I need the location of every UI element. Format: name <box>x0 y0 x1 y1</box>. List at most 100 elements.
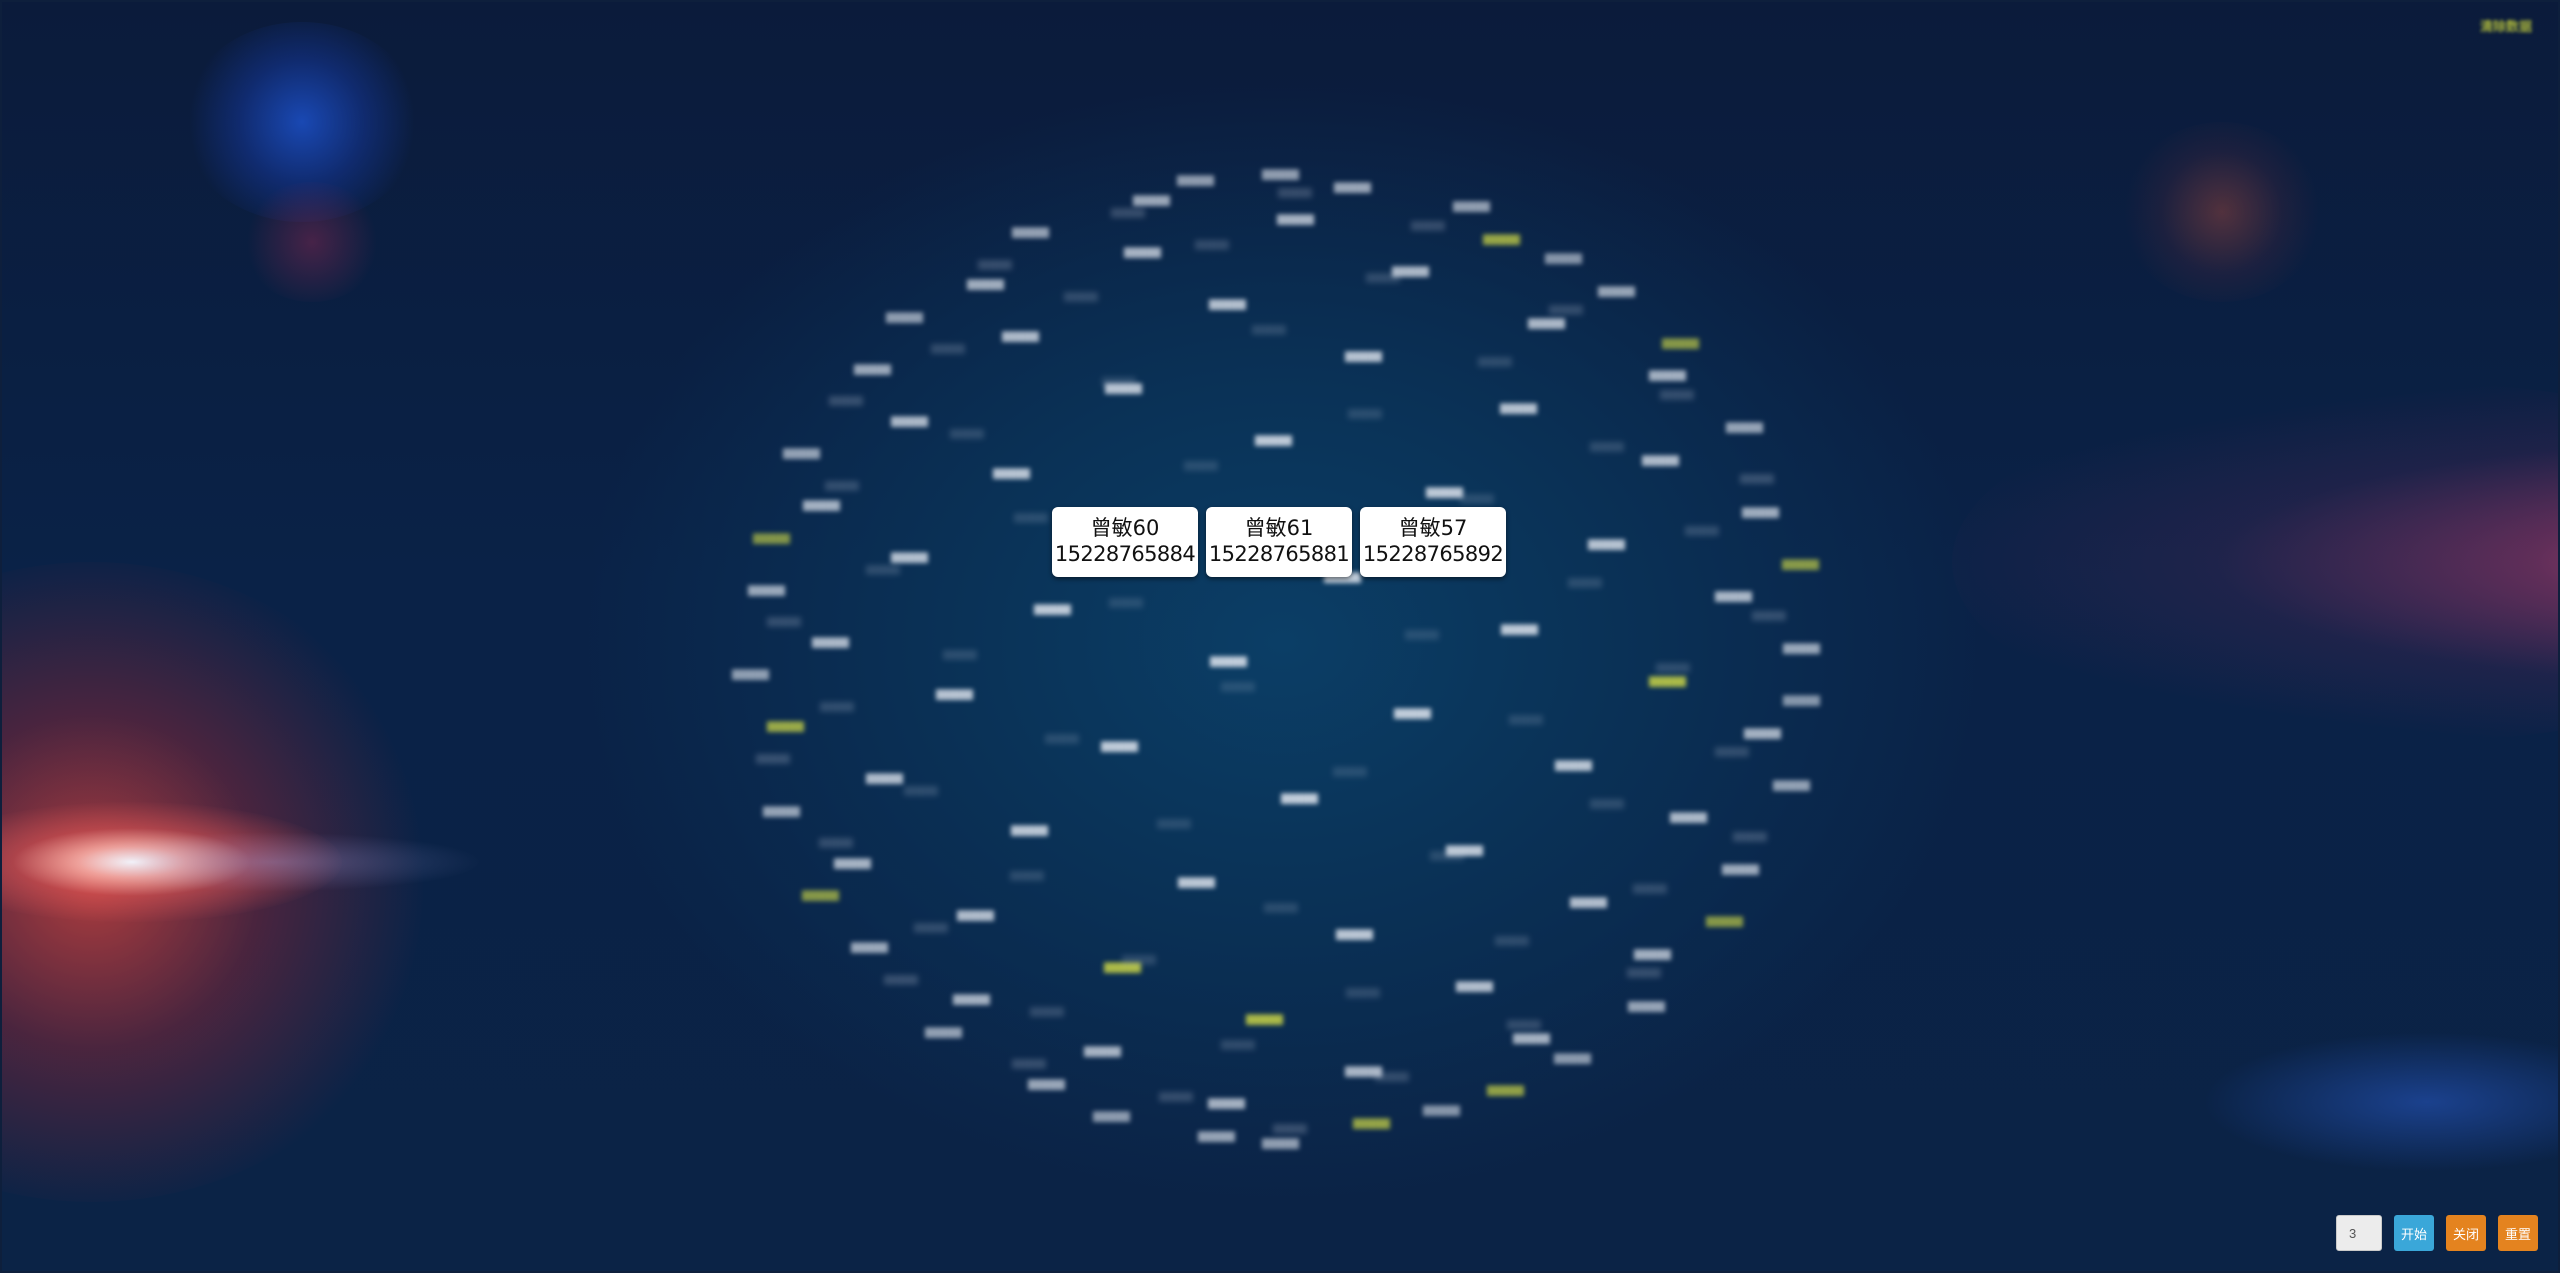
sphere-name-tag: ▆▆▆▆ <box>783 445 820 459</box>
sphere-name-tag: ▆▆▆▆ <box>829 393 863 406</box>
sphere-name-tag: ▆▆▆▆ <box>1405 627 1439 640</box>
sphere-name-tag: ▆▆▆▆ <box>1105 380 1142 394</box>
winner-count-input[interactable] <box>2335 1215 2382 1251</box>
sphere-name-tag: ▆▆▆▆ <box>1045 731 1079 744</box>
sphere-name-tag: ▆▆▆▆ <box>1783 692 1820 706</box>
sphere-name-tag: ▆▆▆▆ <box>1507 1017 1541 1030</box>
sphere-name-tag: ▆▆▆▆ <box>1346 985 1380 998</box>
sphere-name-tag: ▆▆▆▆ <box>1460 491 1494 504</box>
sphere-name-tag: ▆▆▆▆ <box>1509 712 1543 725</box>
sphere-name-tag: ▆▆▆▆ <box>803 497 840 511</box>
sphere-name-tag: ▆▆▆▆ <box>1011 822 1048 836</box>
sphere-name-tag: ▆▆▆▆ <box>834 855 871 869</box>
sphere-name-tag: ▆▆▆▆ <box>1752 608 1786 621</box>
start-button[interactable]: 开始 <box>2393 1215 2434 1251</box>
sphere-name-tag: ▆▆▆▆ <box>891 413 928 427</box>
sphere-name-tag: ▆▆▆▆ <box>936 686 973 700</box>
sphere-name-tag: ▆▆▆▆ <box>1122 952 1156 965</box>
sphere-name-tag: ▆▆▆▆ <box>925 1024 962 1038</box>
sphere-name-tag: ▆▆▆▆ <box>819 835 853 848</box>
sphere-name-tag: ▆▆▆▆ <box>1184 458 1218 471</box>
sphere-name-tag: ▆▆▆▆ <box>732 666 769 680</box>
sphere-name-tag: ▆▆▆▆ <box>1221 1037 1255 1050</box>
reset-button[interactable]: 重置 <box>2497 1215 2538 1251</box>
sphere-name-tag: ▆▆▆▆ <box>1178 874 1215 888</box>
sphere-name-tag: ▆▆▆▆ <box>1598 283 1635 297</box>
sphere-name-tag: ▆▆▆▆ <box>1411 218 1445 231</box>
sphere-name-tag: ▆▆▆▆ <box>756 751 790 764</box>
sphere-name-tag: ▆▆▆▆ <box>1642 452 1679 466</box>
sphere-name-tag: ▆▆▆▆ <box>1733 829 1767 842</box>
sphere-name-tag: ▆▆▆▆ <box>1554 1050 1591 1064</box>
sphere-name-tag: ▆▆▆▆ <box>802 887 839 901</box>
sphere-name-tag: ▆▆▆▆ <box>1726 419 1763 433</box>
sphere-name-tag: ▆▆▆▆ <box>1570 894 1607 908</box>
sphere-name-tag: ▆▆▆▆ <box>1528 315 1565 329</box>
sphere-name-tag: ▆▆▆▆ <box>1662 335 1699 349</box>
sphere-name-tag: ▆▆▆▆ <box>1198 1128 1235 1142</box>
sphere-name-tag: ▆▆▆▆ <box>886 309 923 323</box>
sphere-name-tag: ▆▆▆▆ <box>1500 400 1537 414</box>
sphere-name-tag: ▆▆▆▆ <box>1670 809 1707 823</box>
sphere-name-tag: ▆▆▆▆ <box>1159 1089 1193 1102</box>
sphere-name-tag: ▆▆▆▆ <box>1353 1115 1390 1129</box>
sphere-name-tag: ▆▆▆▆ <box>1252 322 1286 335</box>
sphere-name-tag: ▆▆▆▆ <box>1111 205 1145 218</box>
sphere-name-tag: ▆▆▆▆ <box>1628 998 1665 1012</box>
close-button[interactable]: 关闭 <box>2445 1215 2486 1251</box>
clear-data-link[interactable]: 清除数据 <box>2479 20 2532 35</box>
winner-name: 曾敏57 <box>1398 516 1468 540</box>
sphere-name-tag: ▆▆▆▆ <box>1195 237 1229 250</box>
sphere-name-tag: ▆▆▆▆ <box>753 530 790 544</box>
sphere-name-tag: ▆▆▆▆ <box>953 991 990 1005</box>
sphere-name-tag: ▆▆▆▆ <box>914 920 948 933</box>
sphere-name-tag: ▆▆▆▆ <box>1124 244 1161 258</box>
sphere-name-tag: ▆▆▆▆ <box>1221 679 1255 692</box>
sphere-name-tag: ▆▆▆▆ <box>950 426 984 439</box>
sphere-name-tag: ▆▆▆▆ <box>1478 354 1512 367</box>
winner-name: 曾敏60 <box>1090 516 1160 540</box>
sphere-name-tag: ▆▆▆▆ <box>1392 263 1429 277</box>
sphere-name-tag: ▆▆▆▆ <box>1487 1082 1524 1096</box>
sphere-name-tag: ▆▆▆▆ <box>993 465 1030 479</box>
sphere-name-tag: ▆▆▆▆ <box>1255 432 1292 446</box>
sphere-name-tag: ▆▆▆▆ <box>767 718 804 732</box>
sphere-name-tag: ▆▆▆▆ <box>1030 1004 1064 1017</box>
sphere-name-tag: ▆▆▆▆ <box>1495 933 1529 946</box>
sphere-name-tag: ▆▆▆▆ <box>1453 198 1490 212</box>
sphere-name-tag: ▆▆▆▆ <box>1262 166 1299 180</box>
sphere-name-tag: ▆▆▆▆ <box>1423 1102 1460 1116</box>
sphere-name-tag: ▆▆▆▆ <box>1210 653 1247 667</box>
sphere-name-tag: ▆▆▆▆ <box>967 276 1004 290</box>
sphere-name-tag: ▆▆▆▆ <box>1430 848 1464 861</box>
sphere-name-tag: ▆▆▆▆ <box>1649 673 1686 687</box>
sphere-name-tag: ▆▆▆▆ <box>1660 387 1694 400</box>
sphere-name-tag: ▆▆▆▆ <box>1157 816 1191 829</box>
sphere-name-tag: ▆▆▆▆ <box>1281 790 1318 804</box>
winner-name: 曾敏61 <box>1244 516 1314 540</box>
sphere-name-tag: ▆▆▆▆ <box>1782 556 1819 570</box>
sphere-name-tag: ▆▆▆▆ <box>1456 978 1493 992</box>
sphere-name-tag: ▆▆▆▆ <box>1715 588 1752 602</box>
sphere-name-tag: ▆▆▆▆ <box>1685 523 1719 536</box>
sphere-name-tag: ▆▆▆▆ <box>1649 367 1686 381</box>
sphere-name-tag: ▆▆▆▆ <box>1722 861 1759 875</box>
sphere-name-tag: ▆▆▆▆ <box>1633 881 1667 894</box>
sphere-name-tag: ▆▆▆▆ <box>1345 348 1382 362</box>
winners-panel: 曾敏60 15228765884 曾敏61 15228765881 曾敏57 1… <box>1052 507 1506 577</box>
sphere-name-tag: ▆▆▆▆ <box>1656 660 1690 673</box>
sphere-name-tag: ▆▆▆▆ <box>767 614 801 627</box>
winner-card: 曾敏57 15228765892 <box>1360 507 1506 577</box>
sphere-name-tag: ▆▆▆▆ <box>1740 471 1774 484</box>
winner-card: 曾敏60 15228765884 <box>1052 507 1198 577</box>
winner-phone: 15228765881 <box>1208 542 1350 566</box>
sphere-name-tag: ▆▆▆▆ <box>884 972 918 985</box>
sphere-name-tag: ▆▆▆▆ <box>866 770 903 784</box>
sphere-name-tag: ▆▆▆▆ <box>1590 439 1624 452</box>
sphere-name-tag: ▆▆▆▆ <box>1348 406 1382 419</box>
sphere-name-tag: ▆▆▆▆ <box>1102 374 1136 387</box>
sphere-name-tag: ▆▆▆▆ <box>1345 1063 1382 1077</box>
sphere-name-tag: ▆▆▆▆ <box>1715 744 1749 757</box>
sphere-name-tag: ▆▆▆▆ <box>1545 250 1582 264</box>
